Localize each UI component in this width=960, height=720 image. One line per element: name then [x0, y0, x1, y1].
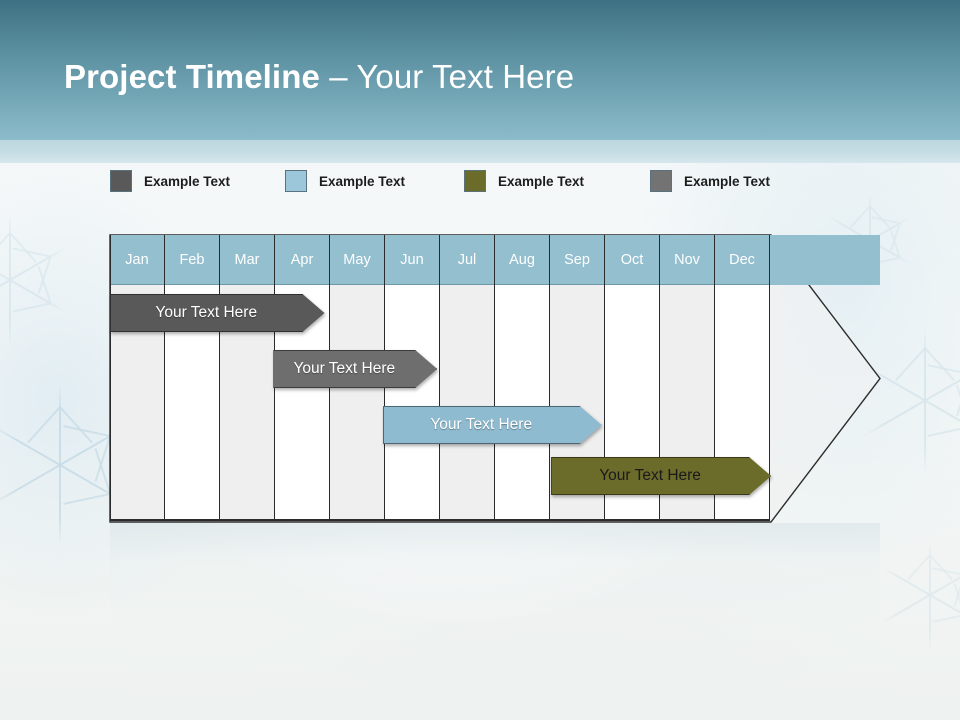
legend-label-4: Example Text: [684, 173, 771, 189]
task-bar-label-4: Your Text Here: [599, 467, 701, 484]
legend-label-3: Example Text: [498, 173, 585, 189]
chart-reflection: [110, 523, 880, 633]
legend-swatch-1: [110, 170, 132, 192]
task-bar-shape-1: [110, 294, 325, 332]
snowflake-icon-far-left: [0, 190, 67, 345]
title-banner: [0, 0, 960, 140]
task-bar-shape-4: [551, 457, 772, 495]
month-header-jan: Jan: [110, 235, 164, 285]
month-column-aug[interactable]: Aug: [495, 235, 550, 520]
task-bar-4[interactable]: Your Text Here: [551, 457, 772, 495]
page-title-bold: Project Timeline: [64, 58, 320, 95]
legend-item-2[interactable]: Example Text: [285, 169, 405, 193]
month-column-jan[interactable]: Jan: [110, 235, 165, 520]
month-header-oct: Oct: [605, 235, 659, 285]
task-bar-shape-2: [273, 350, 438, 388]
legend-swatch-4: [650, 170, 672, 192]
legend-swatch-2: [285, 170, 307, 192]
legend-label-2: Example Text: [319, 173, 406, 189]
task-bar-shape-3: [382, 406, 602, 444]
snowflake-icon-left: [0, 355, 130, 545]
task-bar-2[interactable]: Your Text Here: [273, 350, 438, 388]
month-header-may: May: [330, 235, 384, 285]
legend-swatch-3: [464, 170, 486, 192]
month-header-feb: Feb: [165, 235, 219, 285]
legend-item-3[interactable]: Example Text: [464, 169, 584, 193]
month-column-mar[interactable]: Mar: [220, 235, 275, 520]
title-banner-underline: [0, 140, 960, 163]
chart-reflection-edge: [110, 521, 771, 523]
grid-bottom-border: [110, 519, 770, 521]
task-bar-label-1: Your Text Here: [155, 304, 258, 321]
month-column-jul[interactable]: Jul: [440, 235, 495, 520]
task-bar-label-3: Your Text Here: [430, 416, 533, 433]
legend: Example Text Example Text Example Text Exam…: [0, 169, 960, 193]
legend-item-4[interactable]: Example Text: [650, 169, 770, 193]
task-bar-label-2: Your Text Here: [293, 360, 396, 377]
task-bar-3[interactable]: Your Text Here: [382, 406, 602, 444]
month-header-sep: Sep: [550, 235, 604, 285]
month-header-nov: Nov: [660, 235, 714, 285]
month-column-feb[interactable]: Feb: [165, 235, 220, 520]
grid-left-border: [110, 235, 111, 520]
month-header-tail: [770, 235, 880, 285]
month-header-mar: Mar: [220, 235, 274, 285]
task-bar-1[interactable]: Your Text Here: [110, 294, 325, 332]
month-header-jun: Jun: [385, 235, 439, 285]
month-header-apr: Apr: [275, 235, 329, 285]
month-header-aug: Aug: [495, 235, 549, 285]
page-title-light: – Your Text Here: [319, 58, 575, 95]
snowflake-icon-right: [861, 300, 960, 473]
page-title: Project Timeline – Your Text Here: [64, 58, 574, 96]
snowflake-icon-bottom-right: [881, 520, 960, 650]
legend-label-1: Example Text: [144, 173, 231, 189]
legend-item-1[interactable]: Example Text: [110, 169, 230, 193]
month-header-jul: Jul: [440, 235, 494, 285]
month-header-dec: Dec: [715, 235, 769, 285]
